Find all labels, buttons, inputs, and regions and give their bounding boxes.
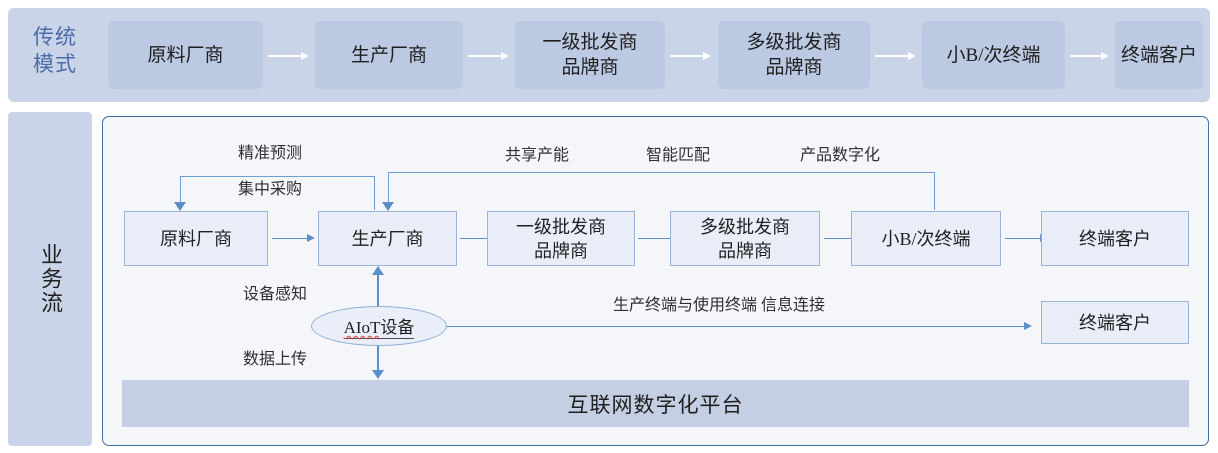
top-node-end-customer[interactable]: 终端客户 (1115, 21, 1203, 89)
annotation-data-upload: 数据上传 (243, 351, 308, 368)
bracket-terminal-to-manufacturer (388, 172, 935, 210)
digital-platform-bar[interactable]: 互联网数字化平台 (122, 380, 1189, 427)
flow-node-label-line1: 多级批发商 (700, 216, 790, 237)
top-node-label: 终端客户 (1120, 44, 1197, 66)
top-node-label: 小B/次终端 (946, 44, 1041, 66)
flow-node-raw-material-supplier[interactable]: 原料厂商 (124, 211, 268, 266)
flow-arrow-1 (272, 234, 315, 243)
traditional-mode-label-line1: 传统 (33, 25, 77, 49)
annotation-device-sensing: 设备感知 (243, 286, 308, 303)
aiot-down-connector (377, 346, 379, 374)
top-node-label-line2: 品牌商 (561, 57, 619, 78)
aiot-up-connector (377, 275, 379, 307)
flow-node-small-b-terminal[interactable]: 小B/次终端 (851, 211, 1001, 266)
top-arrow-3 (670, 52, 712, 60)
flow-arrow-info-link (447, 322, 1032, 331)
flow-node-multilevel-wholesaler[interactable]: 多级批发商 品牌商 (670, 211, 820, 266)
flow-node-label-line2: 品牌商 (534, 240, 588, 261)
aiot-device-label-prefix: AIoT (343, 318, 381, 337)
bracket-arrowhead-raw-material (174, 202, 186, 211)
top-node-label-line1: 一级批发商 (542, 32, 638, 53)
flow-node-manufacturer[interactable]: 生产厂商 (318, 211, 457, 266)
top-node-small-b-terminal[interactable]: 小B/次终端 (922, 21, 1065, 89)
top-arrow-1 (268, 52, 310, 60)
top-node-primary-wholesaler[interactable]: 一级批发商 品牌商 (515, 21, 665, 89)
flow-node-label-line2: 品牌商 (718, 240, 772, 261)
top-node-multilevel-wholesaler[interactable]: 多级批发商 品牌商 (718, 21, 870, 89)
annotation-centralized-purchasing: 集中采购 (238, 181, 303, 198)
flow-node-primary-wholesaler[interactable]: 一级批发商 品牌商 (487, 211, 635, 266)
flow-node-label: 小B/次终端 (881, 228, 971, 249)
flow-node-end-customer-iot[interactable]: 终端客户 (1041, 301, 1189, 344)
traditional-mode-label-line2: 模式 (33, 52, 77, 76)
top-node-raw-material-supplier[interactable]: 原料厂商 (108, 21, 263, 89)
business-flow-band: 业务流 (8, 112, 92, 446)
bracket-manufacturer-to-raw-material (180, 176, 375, 210)
top-arrow-2 (468, 52, 510, 60)
top-arrow-5 (1070, 52, 1110, 60)
bracket-arrowhead-manufacturer (382, 202, 394, 211)
aiot-down-arrowhead (372, 370, 384, 379)
aiot-device-label: AIoT设备 (343, 313, 415, 339)
top-arrow-4 (875, 52, 917, 60)
top-node-label-line2: 品牌商 (765, 57, 823, 78)
business-flow-label: 业务流 (38, 243, 63, 315)
digital-platform-label: 互联网数字化平台 (567, 392, 744, 417)
flow-node-label: 原料厂商 (160, 228, 232, 249)
annotation-shared-capacity: 共享产能 (505, 147, 570, 164)
flow-node-label: 生产厂商 (351, 228, 424, 249)
annotation-accurate-forecast: 精准预测 (238, 145, 303, 162)
aiot-device-label-suffix: 设备 (380, 318, 415, 337)
aiot-up-arrowhead (372, 266, 384, 275)
flow-node-label-line1: 一级批发商 (516, 216, 606, 237)
top-node-label-line1: 多级批发商 (746, 32, 842, 53)
flow-node-label: 终端客户 (1079, 312, 1151, 333)
top-node-label: 生产厂商 (350, 44, 427, 66)
flow-node-end-customer[interactable]: 终端客户 (1041, 211, 1189, 266)
flow-node-label: 终端客户 (1079, 228, 1151, 249)
annotation-smart-matching: 智能匹配 (646, 147, 711, 164)
traditional-mode-label: 传统 模式 (18, 24, 92, 78)
annotation-product-digitization: 产品数字化 (800, 147, 881, 164)
top-node-manufacturer[interactable]: 生产厂商 (315, 21, 463, 89)
aiot-device-node[interactable]: AIoT设备 (311, 306, 447, 346)
top-node-label: 原料厂商 (147, 44, 224, 66)
annotation-terminal-info-link: 生产终端与使用终端 信息连接 (613, 297, 826, 314)
